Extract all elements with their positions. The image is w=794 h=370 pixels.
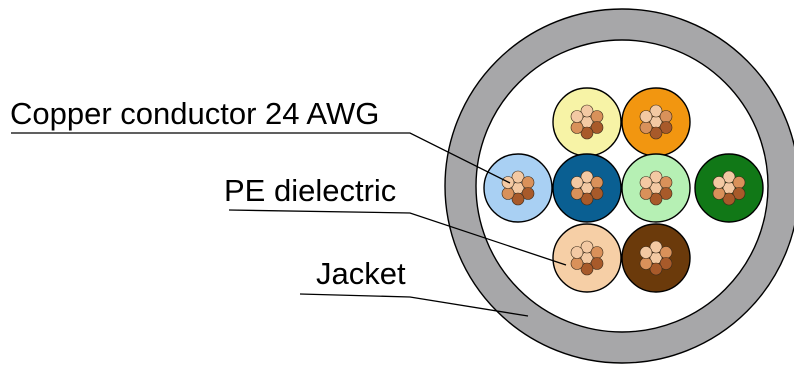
copper-strand (722, 192, 736, 206)
wire-peach (552, 223, 622, 293)
wire-light-green (621, 153, 691, 223)
copper-strand (639, 176, 653, 189)
copper-strand (639, 187, 653, 200)
copper-strand (570, 257, 584, 270)
copper-strand (570, 121, 584, 134)
copper-strand (590, 246, 604, 259)
copper-strand (732, 187, 746, 200)
copper-strand (521, 176, 535, 189)
dielectric-label: PE dielectric (224, 173, 396, 208)
wire-yellow (552, 87, 622, 157)
copper-strand (659, 187, 673, 200)
copper-strand (659, 110, 673, 123)
copper-strand (570, 246, 584, 259)
copper-strand (659, 121, 673, 134)
conductor-label: Copper conductor 24 AWG (10, 96, 379, 131)
copper-strand (580, 170, 594, 184)
copper-strand (511, 192, 525, 206)
copper-strand (639, 246, 653, 259)
copper-conductor-icon (501, 170, 535, 206)
copper-strand (590, 257, 604, 270)
copper-strand (580, 240, 594, 254)
copper-strand (580, 192, 594, 206)
copper-strand (649, 126, 663, 140)
copper-conductor-icon (570, 170, 604, 206)
copper-strand (639, 257, 653, 270)
copper-strand (649, 170, 663, 184)
copper-strand (722, 170, 736, 184)
copper-strand (521, 187, 535, 200)
copper-strand (590, 187, 604, 200)
copper-strand (659, 176, 673, 189)
twisted-pair-wires (483, 87, 764, 293)
copper-conductor-icon (712, 170, 746, 206)
wire-brown (621, 223, 691, 293)
copper-strand (659, 257, 673, 270)
copper-strand (590, 121, 604, 134)
copper-strand (590, 176, 604, 189)
copper-strand (570, 187, 584, 200)
copper-strand (501, 187, 515, 200)
copper-strand (580, 262, 594, 276)
copper-strand (639, 110, 653, 123)
copper-strand (732, 176, 746, 189)
copper-strand (580, 104, 594, 118)
copper-conductor-icon (639, 170, 673, 206)
dielectric-leader-line (228, 209, 567, 266)
copper-conductor-icon (639, 240, 673, 276)
copper-strand (659, 246, 673, 259)
copper-strand (649, 262, 663, 276)
copper-conductor-icon (570, 104, 604, 140)
conductor-leader-line (11, 132, 511, 184)
wire-green (694, 153, 764, 223)
copper-strand (712, 176, 726, 189)
jacket-leader-line (299, 293, 529, 317)
jacket-label: Jacket (316, 256, 406, 291)
copper-strand (580, 126, 594, 140)
copper-strand (649, 104, 663, 118)
copper-strand (639, 121, 653, 134)
copper-conductor-icon (639, 104, 673, 140)
wire-orange (621, 87, 691, 157)
copper-strand (649, 240, 663, 254)
copper-strand (649, 192, 663, 206)
copper-strand (570, 176, 584, 189)
copper-strand (590, 110, 604, 123)
wire-light-blue (483, 153, 553, 223)
wire-blue (552, 153, 622, 223)
copper-conductor-icon (570, 240, 604, 276)
copper-strand (511, 170, 525, 184)
copper-strand (570, 110, 584, 123)
copper-strand (712, 187, 726, 200)
